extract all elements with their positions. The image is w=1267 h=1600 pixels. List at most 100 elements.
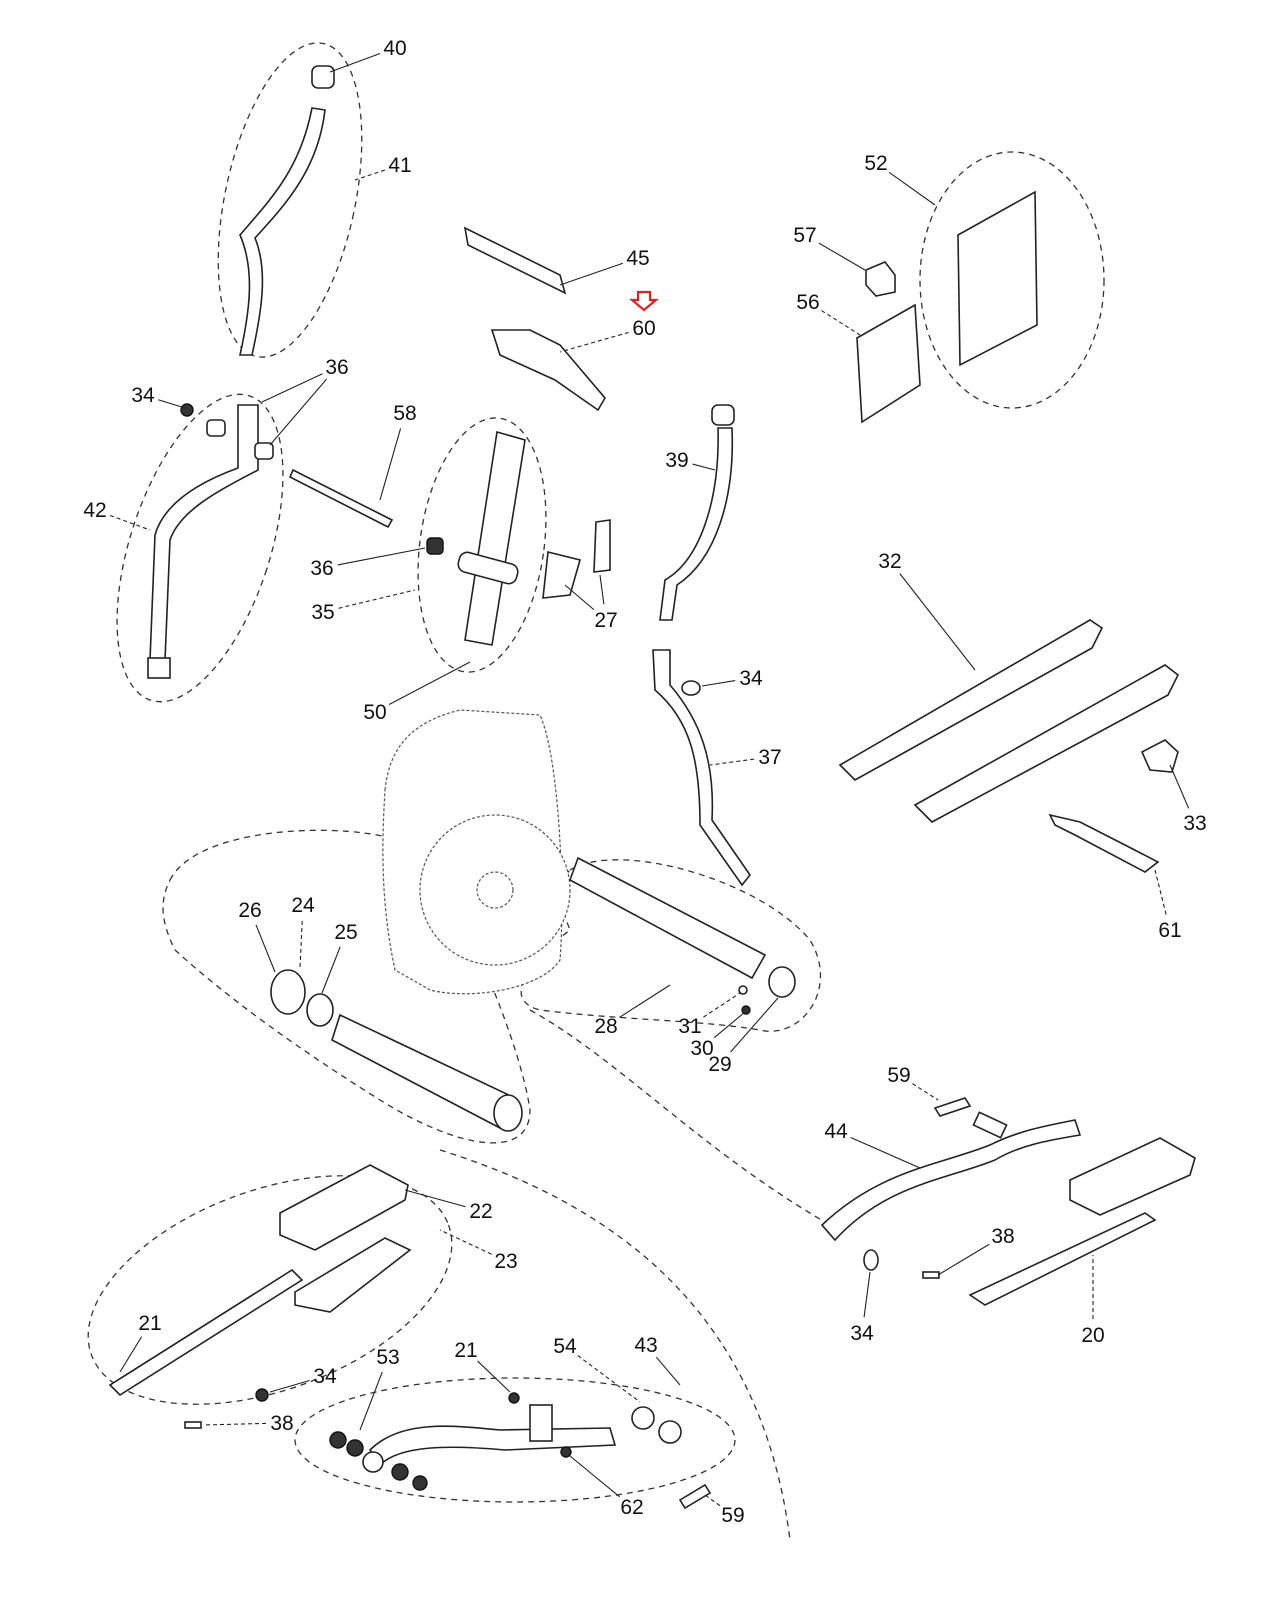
callout-label-30: 30: [690, 1037, 713, 1060]
part-38-pin: [922, 1271, 940, 1279]
callout-label-33: 33: [1183, 812, 1206, 835]
leader-line-62: [569, 1455, 620, 1498]
part-58-axle: [288, 468, 394, 529]
callout-label-43: 43: [634, 1334, 657, 1357]
leader-line-57: [818, 242, 866, 271]
callout-label-28: 28: [594, 1015, 617, 1038]
part-39-cap: [711, 404, 735, 426]
callout-label-38: 38: [270, 1412, 293, 1435]
callout-label-54: 54: [553, 1335, 577, 1358]
callout-label-23: 23: [494, 1250, 517, 1273]
part-42-lower-arm: [149, 404, 259, 661]
callout-label-27: 27: [594, 609, 617, 632]
group-crank-arm: [294, 1377, 736, 1503]
leader-line-36: [261, 373, 323, 403]
group-pedal-left: [87, 1175, 453, 1405]
part-36-bushing: [426, 537, 444, 555]
callout-label-59: 59: [887, 1064, 910, 1087]
part-41-upper-handlebar: [239, 107, 326, 356]
leader-line-30: [713, 1011, 746, 1039]
part-54-roller: [631, 1406, 655, 1430]
leader-line-27: [599, 574, 605, 605]
leader-line-45: [559, 262, 624, 286]
leader-line-34: [269, 1379, 310, 1393]
part-59-plate: [678, 1483, 712, 1510]
leader-line-24: [299, 920, 303, 969]
leader-line-50: [388, 661, 471, 706]
leader-line-26: [255, 924, 276, 973]
part-45-cover: [463, 226, 567, 295]
leader-line-56: [821, 310, 861, 336]
leader-line-22: [404, 1189, 466, 1208]
leader-line-29: [730, 997, 779, 1053]
leader-line-33: [1169, 764, 1190, 809]
callout-label-60: 60: [632, 317, 655, 340]
leader-line-25: [321, 946, 341, 994]
group-front-stabilizer: [162, 829, 531, 1144]
callout-label-31: 31: [678, 1015, 701, 1038]
group-outlines: [87, 42, 1105, 1541]
leader-line-36: [337, 547, 426, 566]
part-27-bracket: [593, 519, 611, 573]
leader-line-23: [439, 1229, 492, 1255]
leader-line-36: [269, 378, 327, 446]
flywheel-hub: [476, 871, 514, 909]
highlight-arrow-icon: [628, 290, 660, 312]
callout-label-36: 36: [325, 356, 348, 379]
leader-line-41: [354, 169, 385, 181]
group-arm-left: [116, 393, 284, 703]
callout-label-50: 50: [363, 701, 386, 724]
part-28-rear-stabilizer: [569, 856, 767, 980]
callout-label-39: 39: [665, 449, 688, 472]
callout-label-36: 36: [310, 557, 333, 580]
leader-line-42: [109, 514, 151, 531]
part-21-nut: [508, 1392, 520, 1404]
group-handlebar-left: [217, 42, 363, 358]
part-54-roller: [658, 1420, 682, 1444]
callout-label-52: 52: [864, 152, 887, 175]
leader-line-59: [912, 1083, 939, 1101]
part-53-bushing: [329, 1431, 347, 1449]
group-link-path: [439, 1009, 831, 1541]
parts: [108, 65, 1196, 1510]
part-53-bushing: [391, 1463, 409, 1481]
part-34-nut: [255, 1388, 269, 1402]
part-62-nut: [560, 1446, 572, 1458]
callout-label-62: 62: [620, 1496, 643, 1519]
part-31-washer: [738, 985, 748, 995]
part-53-bushing: [412, 1475, 428, 1491]
part-32-rail: [913, 664, 1180, 823]
leader-line-21: [119, 1336, 143, 1373]
leader-line-54: [577, 1355, 641, 1403]
part-43-post: [529, 1404, 553, 1442]
callout-label-44: 44: [824, 1120, 848, 1143]
callout-label-34: 34: [850, 1322, 874, 1345]
part-30-screw: [741, 1005, 751, 1015]
callout-label-32: 32: [878, 550, 901, 573]
callout-label-61: 61: [1158, 919, 1181, 942]
part-52-hardware-card: [957, 190, 1038, 367]
leader-line-44: [850, 1136, 921, 1169]
part-36-bushing: [254, 442, 274, 460]
leader-line-37: [709, 758, 755, 766]
leader-line-39: [692, 463, 716, 471]
part-34-nut: [863, 1249, 879, 1271]
leader-line-34: [158, 399, 186, 409]
callout-label-26: 26: [238, 899, 261, 922]
part-43-crank-arm: [368, 1425, 617, 1467]
leader-line-61: [1154, 869, 1167, 915]
part-22-pedal-right: [1069, 1137, 1196, 1216]
part-56-manual: [856, 303, 921, 424]
leader-line-27: [564, 584, 595, 611]
callout-label-35: 35: [311, 601, 334, 624]
part-34-nut: [180, 403, 194, 417]
part-25-wheel: [306, 993, 334, 1027]
leader-line-38: [937, 1243, 990, 1276]
part-61-bracket: [1048, 813, 1160, 873]
part-44-pedal-arm: [820, 1119, 1082, 1242]
callout-label-58: 58: [393, 402, 416, 425]
leader-line-43: [655, 1356, 681, 1386]
part-57-adapter: [865, 261, 896, 297]
